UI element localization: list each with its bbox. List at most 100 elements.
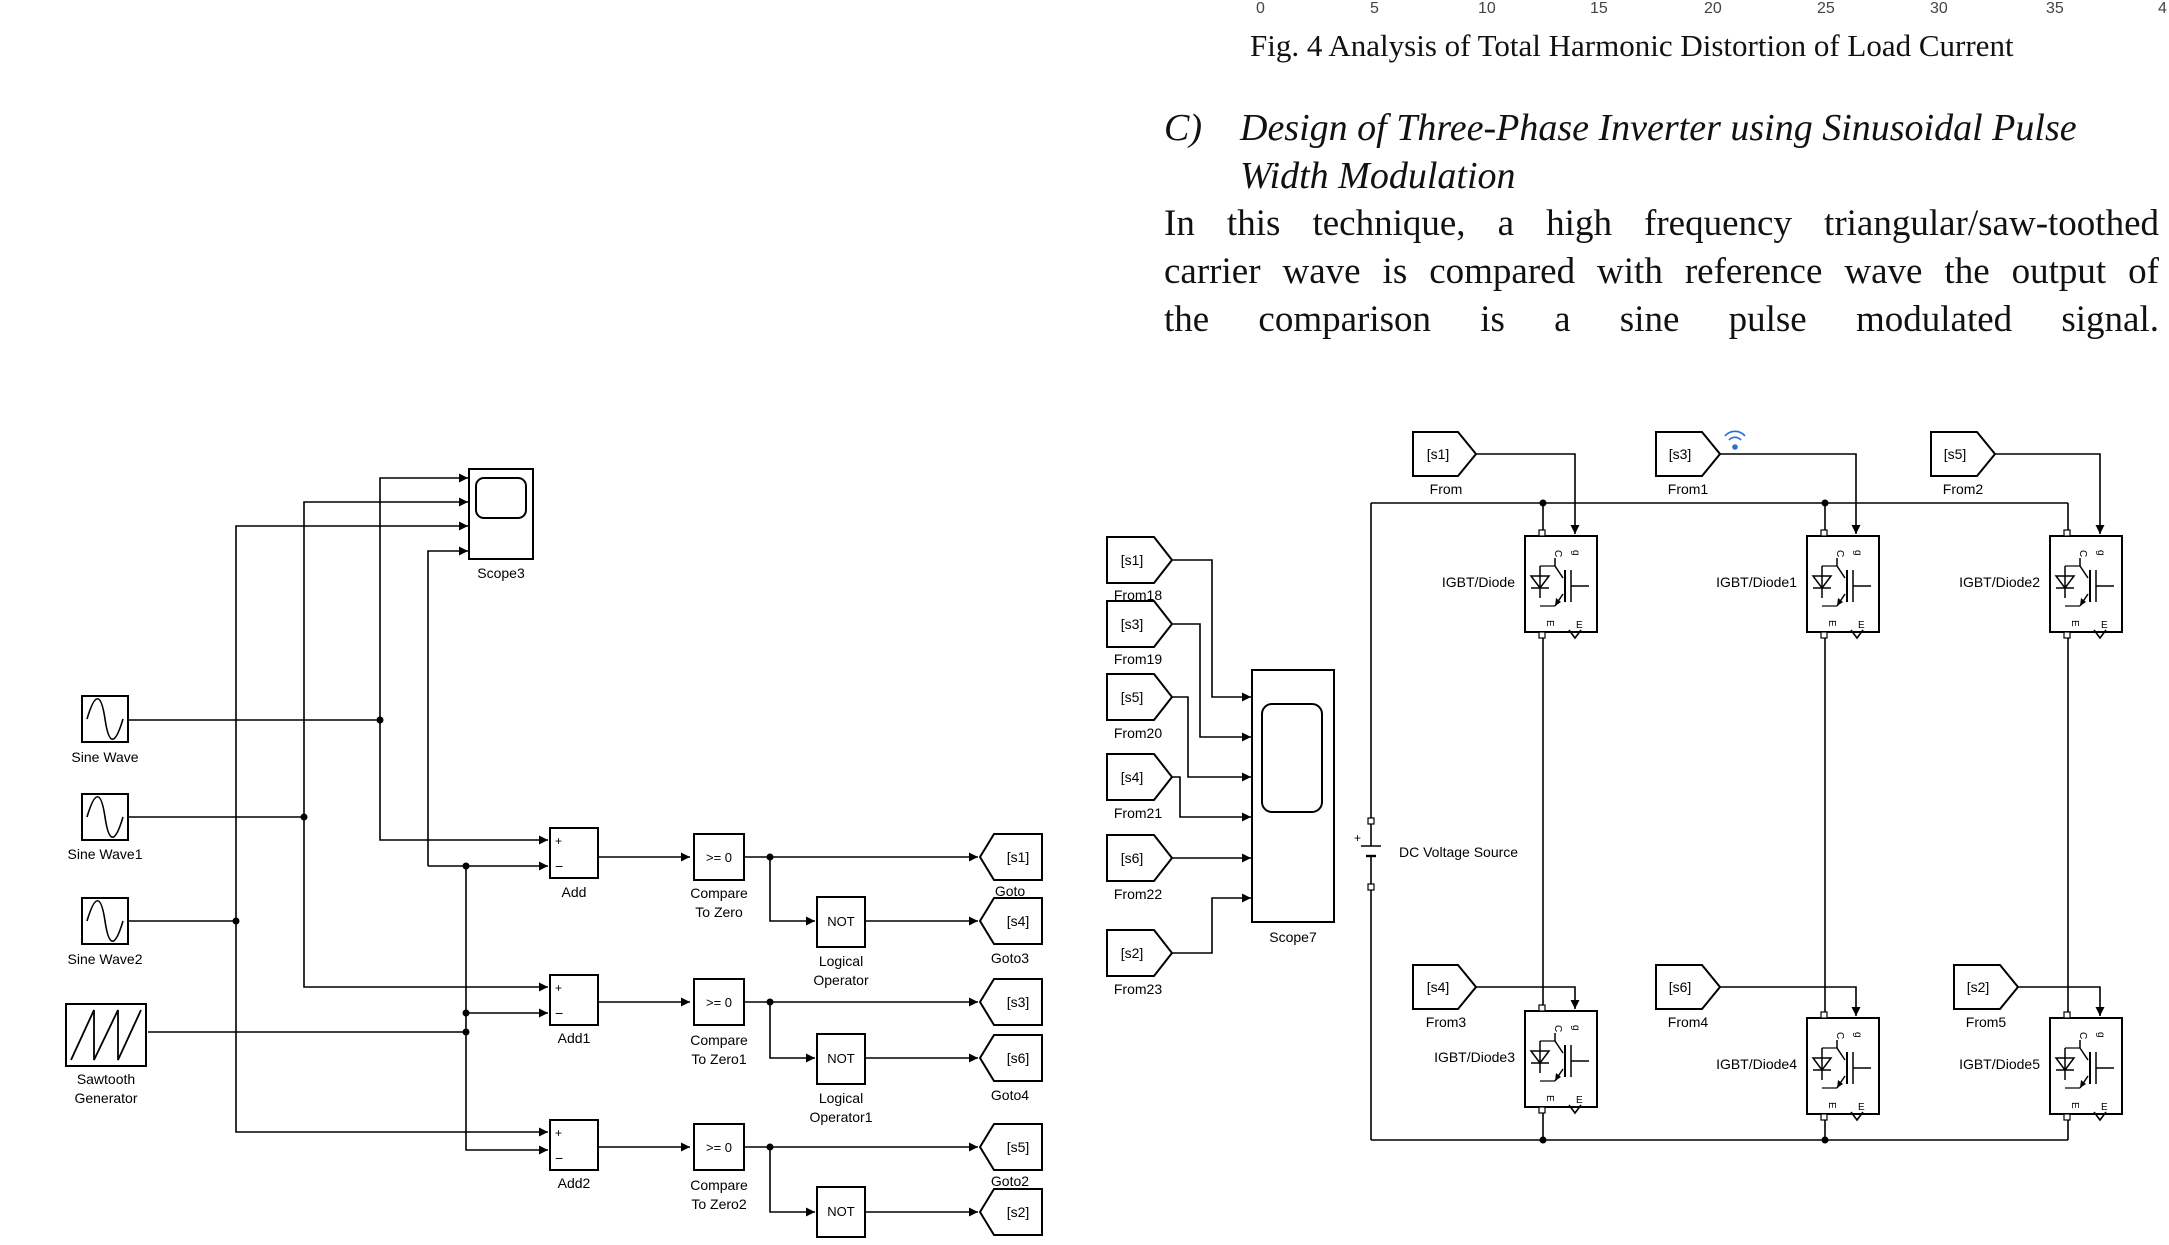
pin-label: E [1544,1095,1555,1102]
goto-tag: [s2] [1007,1204,1030,1220]
igbt-symbol-icon [1806,529,1880,639]
pin-label: g [1852,1032,1863,1038]
goto-tag: [s3] [1007,994,1030,1010]
block-label: Scope7 [1269,929,1317,945]
block-label: From4 [1668,1014,1709,1030]
add-block: + − Add [549,827,599,900]
block-label: From20 [1114,725,1162,741]
axis-tick: 25 [1817,0,1835,17]
igbt-symbol-icon [1806,1011,1880,1121]
block-label: IGBT/Diode1 [1716,574,1797,590]
igbt-symbol-icon [1524,529,1598,639]
from-tag-label: [s6] [1669,979,1692,995]
igbt-symbol-icon [2049,529,2123,639]
scope-screen-icon [475,477,527,519]
port-minus: − [555,858,563,874]
block-label: DC Voltage Source [1399,844,1518,860]
from-tag-label: [s6] [1121,850,1144,866]
from19-tag: [s3] From19 [1106,600,1174,667]
pin-label: E [1576,620,1583,631]
block-label: IGBT/Diode2 [1959,574,2040,590]
pin-label: C [1834,550,1845,557]
not-symbol: NOT [827,1204,855,1219]
add1-block: + − Add1 [549,974,599,1046]
from21-tag: [s4] From21 [1106,753,1174,821]
block-label: Sine Wave2 [68,951,143,967]
sawtooth-generator-block: Sawtooth Generator [65,1003,147,1106]
paragraph-line: carrier wave is compared with reference … [1164,251,2159,292]
axis-tick: 20 [1704,0,1722,17]
add2-block: + − Add2 [549,1119,599,1191]
from23-tag: [s2] From23 [1106,929,1174,997]
pin-label: E [2101,620,2108,631]
goto-s3: [s3] [978,978,1043,1026]
block-label: From19 [1114,651,1162,667]
from-tag-label: [s4] [1121,769,1144,785]
igbt-symbol-icon [1524,1004,1598,1114]
logical-operator2-block: NOT [816,1186,866,1238]
pin-label: E [1576,1095,1583,1106]
dc-voltage-source: + DC Voltage Source [1354,817,1518,891]
sine-wave1-block: Sine Wave1 [68,793,143,862]
from-tag-top-s3: [s3] From1 [1655,431,1722,497]
igbt-diode3-block: C g E E IGBT/Diode3 [1434,1004,1598,1114]
goto-s6: [s6] Goto4 [978,1034,1043,1103]
block-label: To Zero1 [691,1051,746,1067]
from-tag-label: [s1] [1427,446,1450,462]
from-tag-bottom-s6: [s6] From4 [1655,964,1722,1030]
pin-label: E [1826,1102,1837,1109]
from18-tag: [s1] From18 [1106,536,1174,603]
block-label: From23 [1114,981,1162,997]
block-label: Goto4 [991,1087,1029,1103]
logical-operator1-block: NOT Logical Operator1 [809,1033,873,1125]
pin-label: C [1552,1025,1563,1032]
compare-symbol: >= 0 [706,850,732,865]
paragraph-line: In this technique, a high frequency tria… [1164,203,2159,244]
pin-label: g [1852,550,1863,556]
block-label: Goto [995,883,1026,899]
goto-s1: [s1] Goto [978,833,1043,899]
block-label: From22 [1114,886,1162,902]
goto-s5: [s5] Goto2 [978,1123,1043,1189]
block-label: To Zero [695,904,743,920]
igbt-diode1-block: C g E E IGBT/Diode1 [1716,529,1880,639]
scope7-block: Scope7 [1251,669,1335,945]
igbt-diode4-block: C g E E IGBT/Diode4 [1716,1011,1880,1121]
block-label: IGBT/Diode5 [1959,1056,2040,1072]
igbt-diode5-block: C g E E IGBT/Diode5 [1959,1011,2123,1121]
block-label: Sawtooth [77,1071,135,1087]
pin-label: g [2095,550,2106,556]
axis-tick: 5 [1370,0,1379,17]
block-label: Add [562,884,587,900]
not-symbol: NOT [827,1051,855,1066]
pin-label: C [1834,1032,1845,1039]
goto-tag: [s4] [1007,913,1030,929]
pin-label: E [1544,620,1555,627]
from-tag-top-s5: [s5] From2 [1930,431,1997,497]
axis-tick: 4 [2158,0,2167,17]
figure-caption: Fig. 4 Analysis of Total Harmonic Distor… [1250,28,2014,63]
block-label: Sine Wave [71,749,138,765]
block-label: From3 [1426,1014,1467,1030]
block-label: Sine Wave1 [68,846,143,862]
goto-s2: [s2] [978,1188,1043,1236]
igbt-diode2-block: C g E E IGBT/Diode2 [1959,529,2123,639]
pin-label: C [2077,550,2088,557]
logical-operator-block: NOT Logical Operator [813,896,869,988]
block-label: Operator [813,972,869,988]
pin-label: g [1570,550,1581,556]
block-label: From2 [1943,481,1984,497]
port-plus: + [555,834,562,848]
block-label: Compare [690,1177,748,1193]
igbt-symbol-icon [2049,1011,2123,1121]
block-label: Goto3 [991,950,1029,966]
sine-wave-icon [86,697,124,741]
dc-plus-sign: + [1354,831,1361,845]
pin-label: E [2069,620,2080,627]
port-minus: − [555,1005,563,1021]
block-label: Compare [690,885,748,901]
goto-tag: [s6] [1007,1050,1030,1066]
block-label: Operator1 [809,1109,872,1125]
axis-tick: 15 [1590,0,1608,17]
block-label: Logical [819,1090,863,1106]
